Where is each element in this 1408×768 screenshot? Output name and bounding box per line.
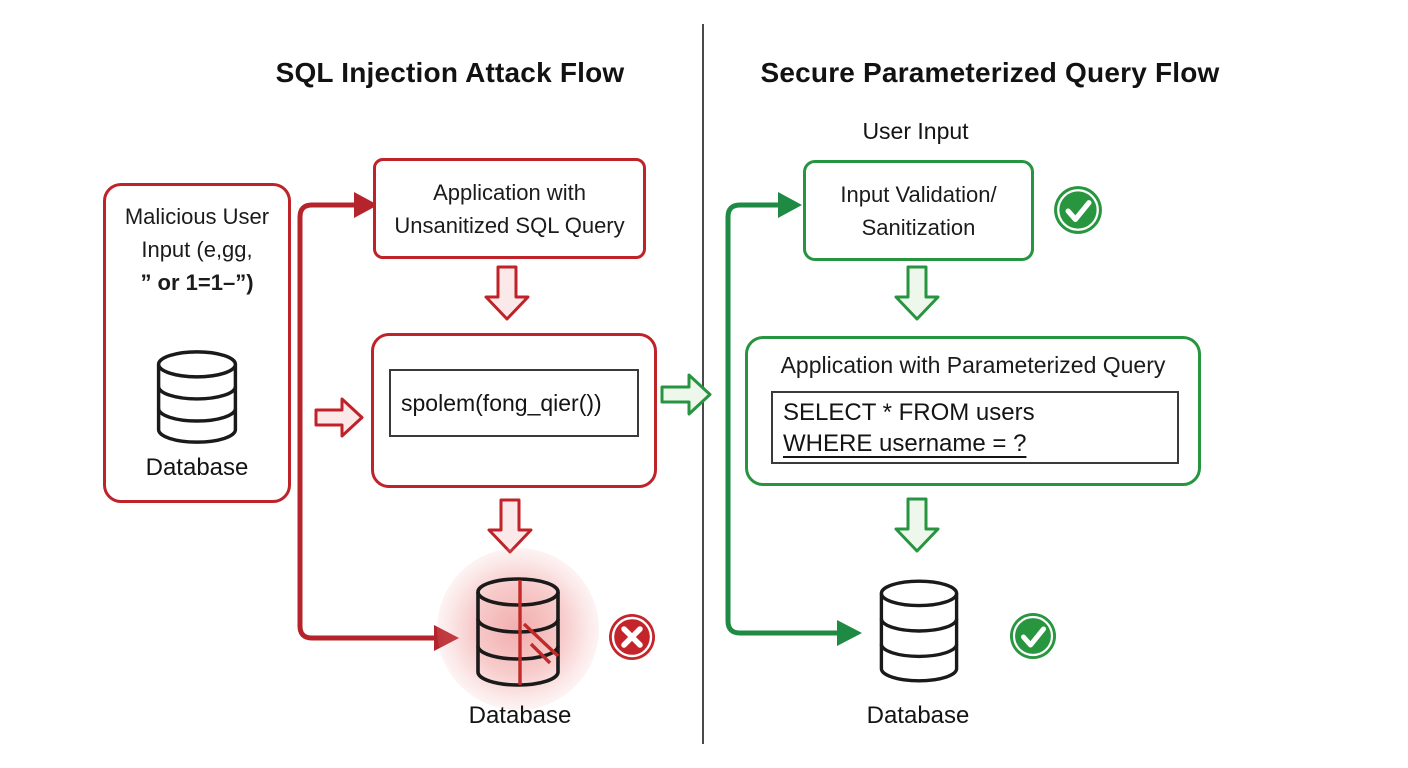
malicious-line2: Input (e,gg,: [141, 237, 253, 262]
input-validation-box: Input Validation/ Sanitization: [803, 160, 1034, 261]
malicious-input-text: Malicious User Input (e,gg, ” or 1=1–”): [106, 200, 288, 299]
parameterized-code-box: SELECT * FROM users WHERE username = ?: [771, 391, 1179, 464]
malicious-line1: Malicious User: [124, 204, 270, 229]
malicious-input-box: Malicious User Input (e,gg, ” or 1=1–”) …: [103, 183, 291, 503]
center-divider: [702, 24, 704, 744]
left-bottom-db-label: Database: [468, 702, 572, 729]
malicious-db-label: Database: [145, 454, 249, 481]
parameterized-app-title: Application with Parameterized Query: [780, 352, 1166, 378]
success-check-icon: [1010, 613, 1056, 659]
vulnerable-code-box: spolem(fong_qier()): [389, 369, 639, 437]
unsanitized-app-line1: Application with: [433, 179, 586, 205]
compromise-glow: [437, 548, 599, 710]
compromised-database-icon: [476, 577, 560, 687]
right-bottom-db-label: Database: [866, 702, 970, 729]
unsanitized-app-line2: Unsanitized SQL Query: [394, 212, 625, 238]
unsanitized-app-box: Application with Unsanitized SQL Query: [373, 158, 646, 259]
validation-line1: Input Validation/: [840, 181, 997, 207]
parameterized-code-line1: SELECT * FROM users: [783, 398, 1035, 426]
left-panel-title: SQL Injection Attack Flow: [275, 57, 625, 88]
parameterized-app-box: Application with Parameterized Query SEL…: [745, 336, 1201, 486]
error-x-icon: [609, 614, 655, 660]
user-input-label: User Input: [862, 118, 969, 144]
red-flow-arrow: [297, 192, 459, 651]
vulnerable-query-box: spolem(fong_qier()): [371, 333, 657, 488]
right-panel-title: Secure Parameterized Query Flow: [760, 57, 1220, 88]
database-icon: [156, 350, 238, 444]
parameterized-code-line2: WHERE username = ?: [783, 429, 1027, 457]
green-down-arrow-icon: [894, 265, 940, 321]
green-down-arrow-icon: [894, 497, 940, 553]
success-check-icon: [1054, 186, 1102, 234]
validation-line2: Sanitization: [861, 214, 976, 240]
secure-database-icon: [879, 579, 959, 683]
red-down-arrow-icon: [484, 265, 530, 321]
red-right-arrow-icon: [314, 397, 364, 438]
malicious-line3: ” or 1=1–”): [140, 270, 254, 295]
green-right-arrow-icon: [660, 373, 712, 416]
vulnerable-code: spolem(fong_qier()): [401, 389, 602, 416]
green-flow-arrow: [725, 192, 862, 646]
red-down-arrow-icon: [487, 498, 533, 554]
